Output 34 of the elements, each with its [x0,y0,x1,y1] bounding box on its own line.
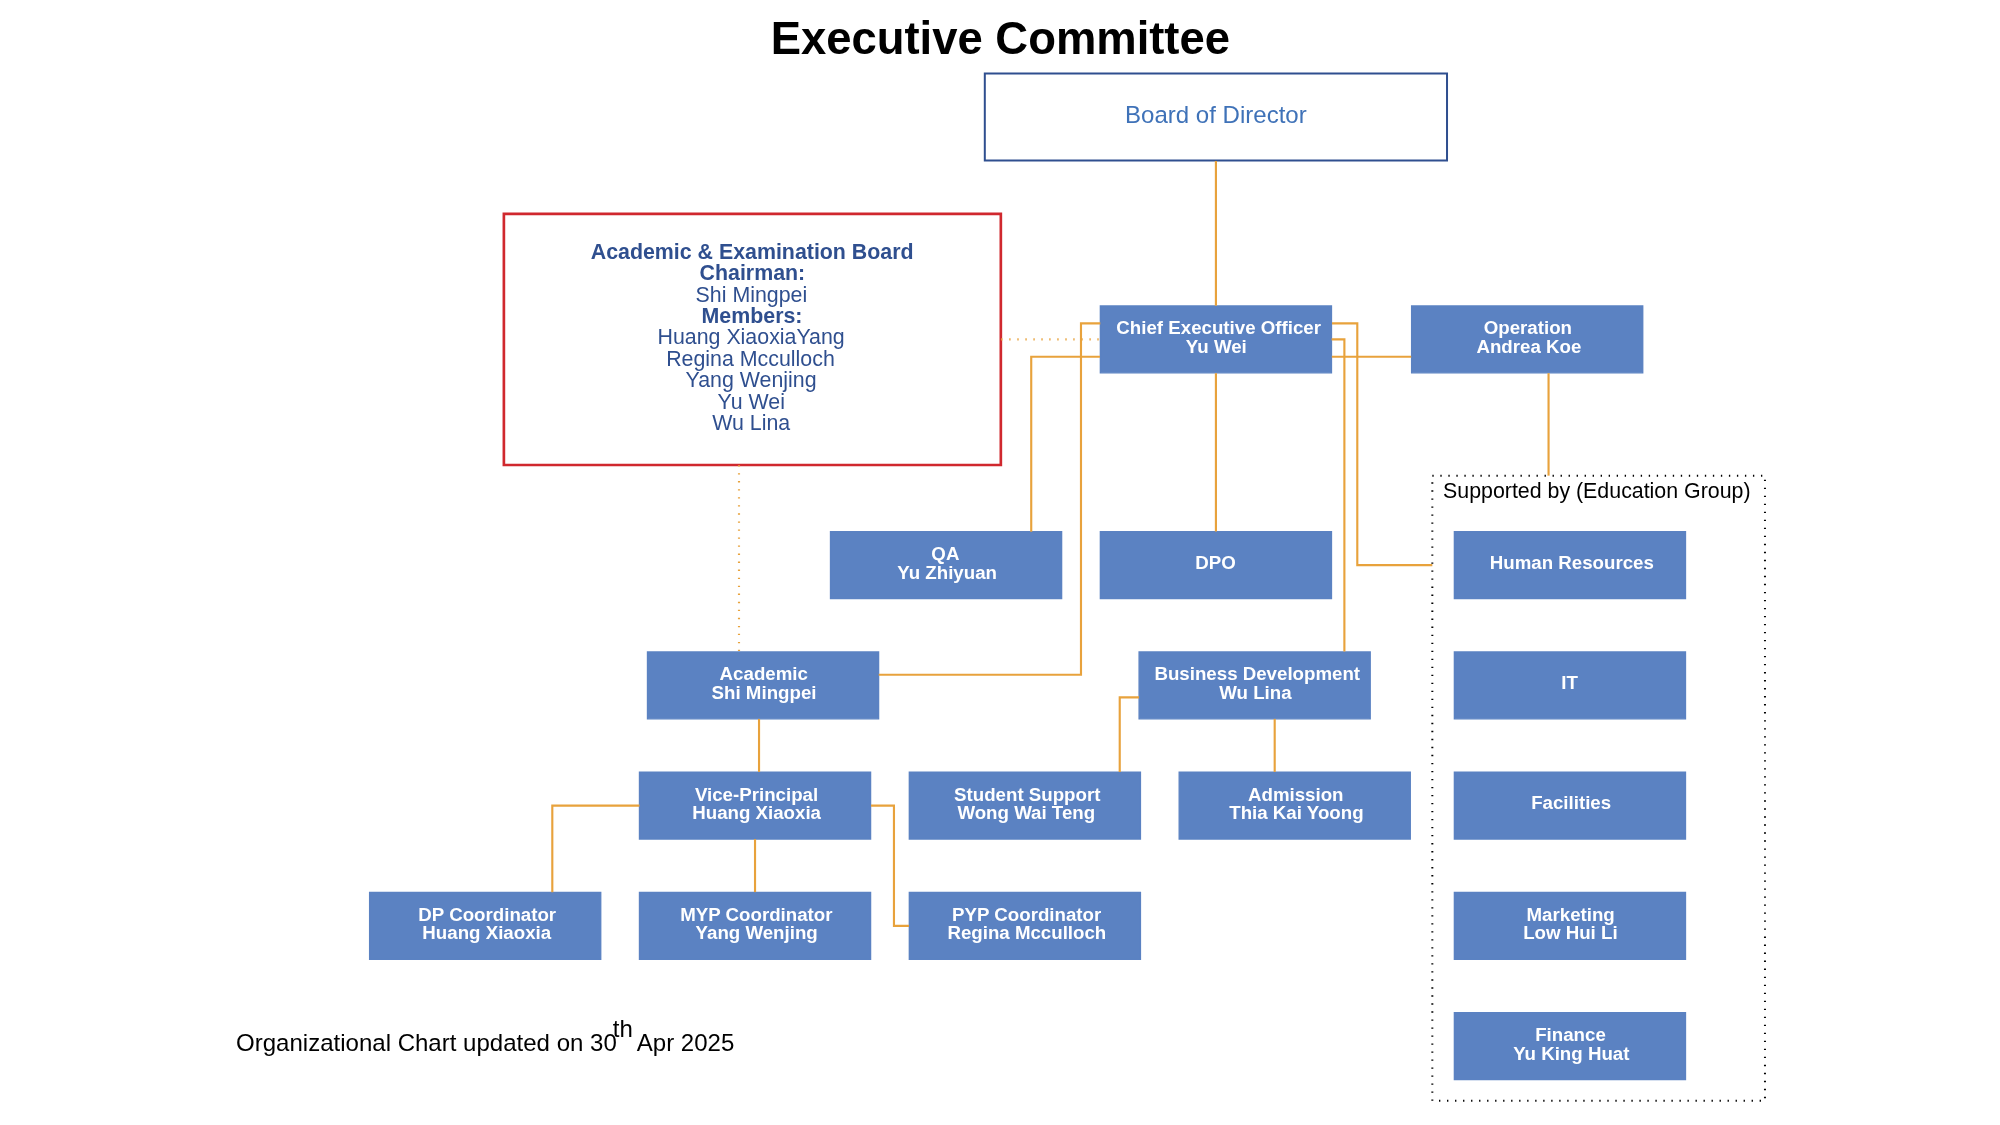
connector [1214,373,1217,532]
node-box: DPO [1099,531,1332,600]
connector [753,839,756,893]
connector [1547,373,1550,476]
connector [737,465,740,652]
node-box: Marketing Low Hui Li [1453,891,1686,960]
node-box: Admission Thia Kai Yoong [1178,771,1411,840]
node-box: MYP Coordinator Yang Wenjing [638,891,871,960]
connector [550,804,639,893]
node-box: Business Development Wu Lina [1137,651,1371,720]
node-box: IT [1453,651,1686,720]
diagram-title: Executive Committee [770,12,1230,64]
connector [1331,322,1432,567]
connector [1273,718,1276,772]
connector [1214,160,1217,306]
node-box: Student Support Wong Wai Teng [908,771,1141,840]
node-box: QA Yu Zhiyuan [829,531,1062,600]
connector [757,718,760,772]
connector [1118,696,1139,772]
connector [1029,355,1100,532]
node-box: Finance Yu King Huat [1453,1012,1686,1081]
node-box: Academic & Examination Board Chairman: Shi Mingpei Members: Huang XiaoxiaYang Regina Mcculloch Yang Wenjing Yu Wei Wu Lina [502,212,1002,467]
node-box: Academic Shi Mingpei [646,651,879,720]
node-box: PYP Coordinator Regina Mcculloch [908,891,1141,960]
node-box: Chief Executive Officer Yu Wei [1099,305,1332,374]
node-box: DP Coordinator Huang Xiaoxia [368,891,601,960]
node-box: Facilities [1453,771,1686,840]
connector [878,322,1100,676]
node-box: Vice-Principal Huang Xiaoxia [638,771,871,840]
node-box: Human Resources [1453,531,1686,600]
node-box: Board of Director [983,72,1448,162]
node-box: Operation Andrea Koe [1410,305,1643,374]
connector [1331,338,1345,652]
connector [1331,355,1411,358]
